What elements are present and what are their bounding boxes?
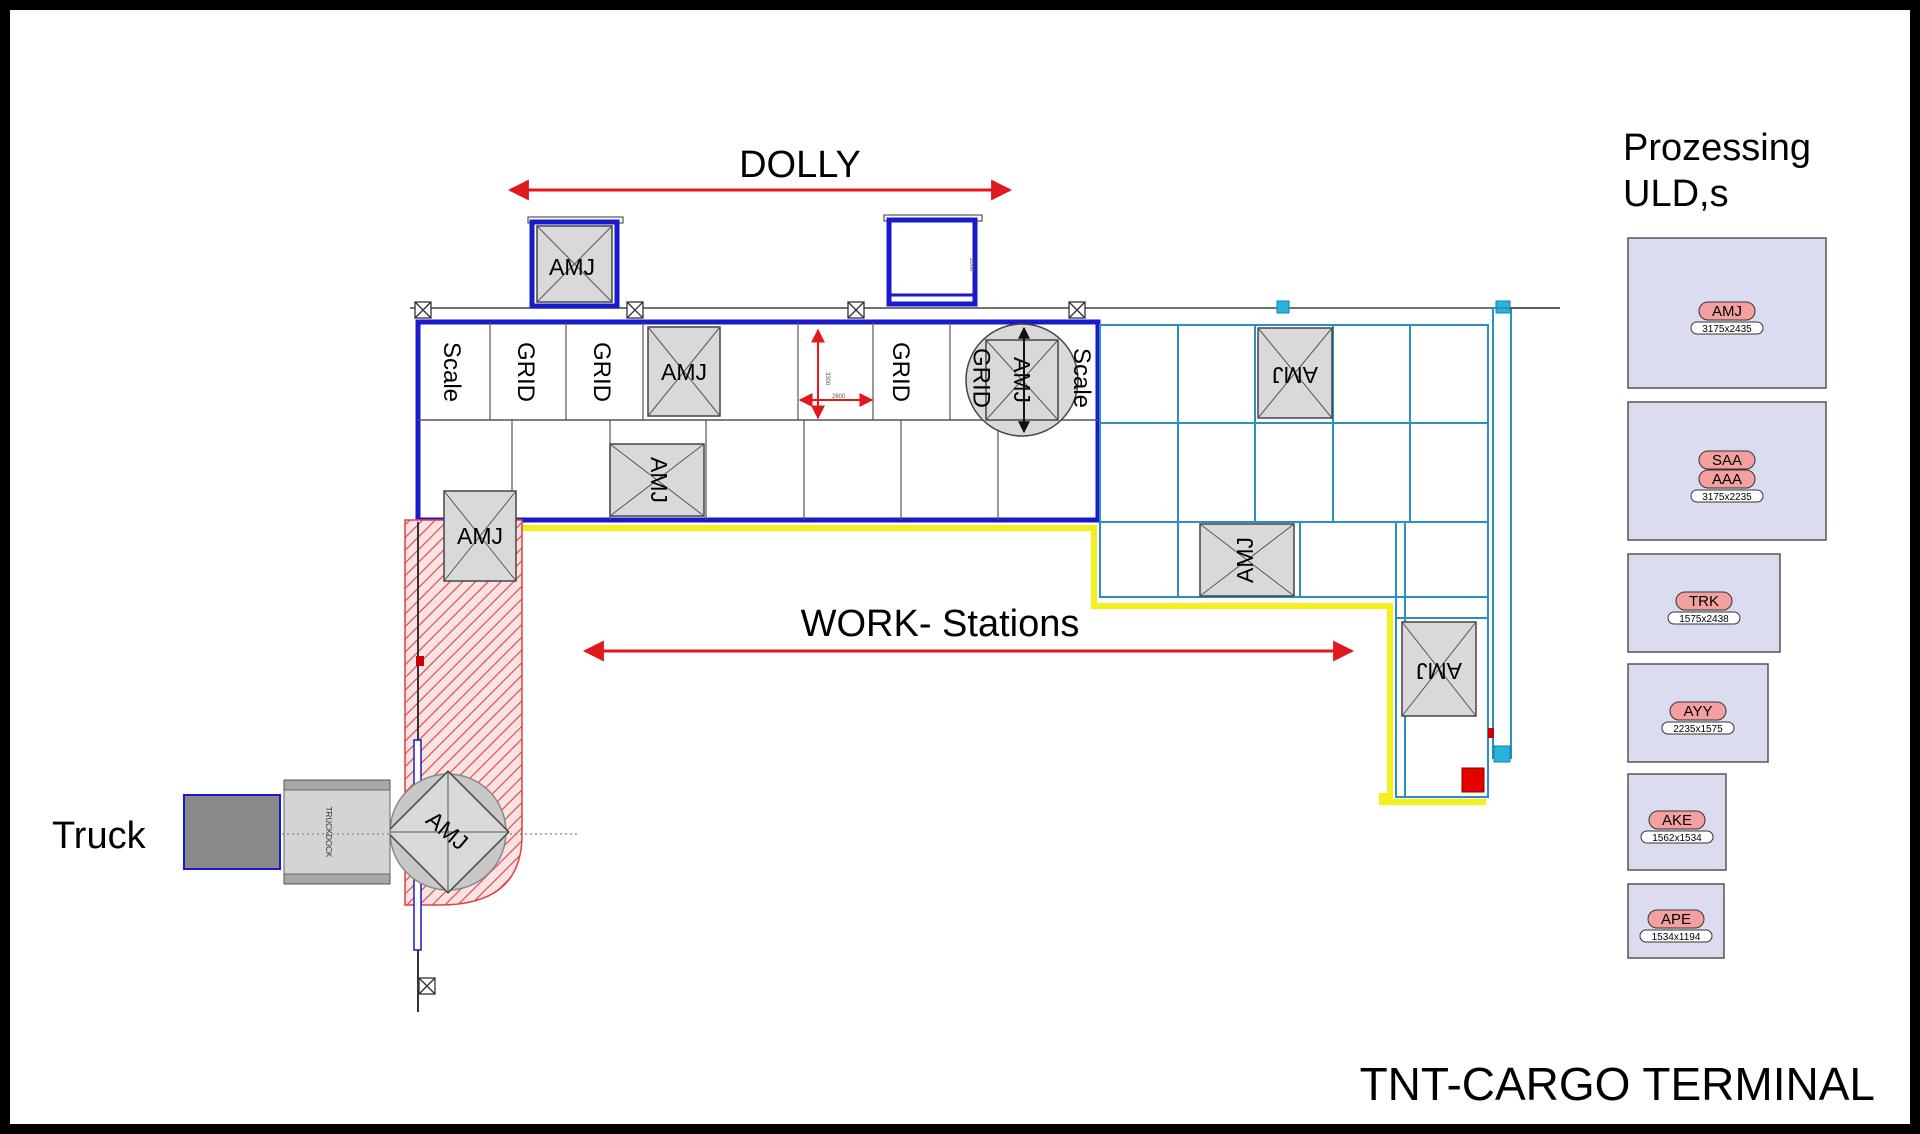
truck-label: Truck (52, 815, 147, 857)
svg-text:AMJ: AMJ (457, 523, 503, 549)
uld-code-tag (1698, 301, 1756, 321)
grid-label: GRID (887, 342, 914, 402)
uld-dimension-tag (1690, 489, 1764, 503)
processing-uld-heading: Prozessing (1623, 127, 1811, 169)
amj-container: AMJ (1257, 327, 1333, 419)
uld-code: AKE (1662, 812, 1692, 829)
uld-code: SAA (1712, 452, 1742, 469)
uld-panel-ape: APE 1534x1194 (1627, 883, 1725, 959)
yellow-walkway (520, 525, 1486, 805)
uld-dimensions: 3175x2235 (1702, 492, 1752, 503)
uld-dimensions: 3175x2435 (1702, 324, 1752, 335)
truckdock-label: TRUCKDOCK (324, 807, 333, 858)
red-equipment-marker (1461, 767, 1485, 793)
uld-dimensions: 1534x1194 (1652, 932, 1701, 943)
uld-dimension-tag (1667, 611, 1741, 625)
dolly-unit-2 (883, 214, 983, 307)
uld-dimensions: 1562x1534 (1652, 833, 1702, 844)
amj-container: AMJ (1401, 621, 1477, 717)
uld-panel-ayy: AYY 2235x1575 (1627, 663, 1769, 763)
uld-code: APE (1661, 911, 1691, 928)
scale-label-right: Scale (1068, 348, 1095, 408)
amj-container: AMJ (443, 490, 517, 582)
dimension-value: 3300 (824, 372, 830, 386)
amj-label: AMJ (549, 254, 595, 280)
uld-dimension-tag (1661, 721, 1735, 735)
uld-code-tag (1669, 701, 1727, 721)
uld-legend: AMJ3175x2435SAAAAA3175x2235TRK1575x2438A… (1627, 237, 1827, 959)
dolly-unit-1: AMJ (527, 216, 624, 309)
uld-dimension-tag (1690, 321, 1764, 335)
dimension-value: 2000 (968, 258, 974, 272)
uld-panel-ake: AKE 1562x1534 (1627, 773, 1727, 871)
uld-panel-trk: TRK 1575x2438 (1627, 553, 1781, 653)
uld-code-tag (1647, 909, 1705, 929)
svg-text:AMJ: AMJ (1416, 658, 1462, 684)
amj-container: AMJ (1199, 523, 1295, 597)
uld-code: TRK (1689, 593, 1719, 610)
page-title: TNT-CARGO TERMINAL (1360, 1058, 1875, 1110)
uld-dimension-tag (1640, 830, 1714, 844)
svg-text:AMJ: AMJ (661, 359, 707, 385)
status-marker (1488, 728, 1494, 738)
uld-code-tag (1698, 450, 1756, 470)
turntable: AMJ GRID (965, 323, 1079, 437)
processing-uld-heading-line2: ULD,s (1623, 173, 1729, 215)
uld-code: AYY (1684, 703, 1713, 720)
uld-panel-amj: AMJ 3175x2435 (1627, 237, 1827, 389)
work-stations-label: WORK- Stations (801, 603, 1080, 645)
svg-text:AMJ: AMJ (1009, 357, 1035, 403)
amj-container: AMJ (609, 443, 705, 517)
sensor-marker (1493, 745, 1511, 763)
truck: TRUCKDOCK (183, 779, 391, 885)
sensor-marker (1276, 300, 1290, 314)
svg-text:GRID: GRID (968, 348, 995, 408)
uld-code-tag (1675, 591, 1733, 611)
uld-code-tag (1698, 469, 1756, 489)
dolly-label: DOLLY (739, 144, 861, 186)
scale-label-left: Scale (438, 342, 465, 402)
uld-panel-saa: SAA AAA 3175x2235 (1627, 401, 1827, 541)
svg-text:AMJ: AMJ (1272, 362, 1318, 388)
dimension-value: 2600 (832, 394, 846, 400)
svg-text:AMJ: AMJ (1232, 537, 1258, 583)
uld-code: AAA (1712, 471, 1742, 488)
uld-code-tag (1648, 810, 1706, 830)
uld-dimension-tag (1639, 929, 1713, 943)
transfer-conveyor (404, 519, 523, 1012)
uld-dimensions: 1575x2438 (1679, 614, 1729, 625)
amj-container: AMJ (647, 326, 721, 417)
grid-label: GRID (588, 342, 615, 402)
uld-code: AMJ (1712, 303, 1742, 320)
side-rail (1492, 307, 1512, 759)
grid-label: GRID (512, 342, 539, 402)
uld-dimensions: 2235x1575 (1673, 724, 1723, 735)
svg-text:AMJ: AMJ (646, 457, 672, 503)
